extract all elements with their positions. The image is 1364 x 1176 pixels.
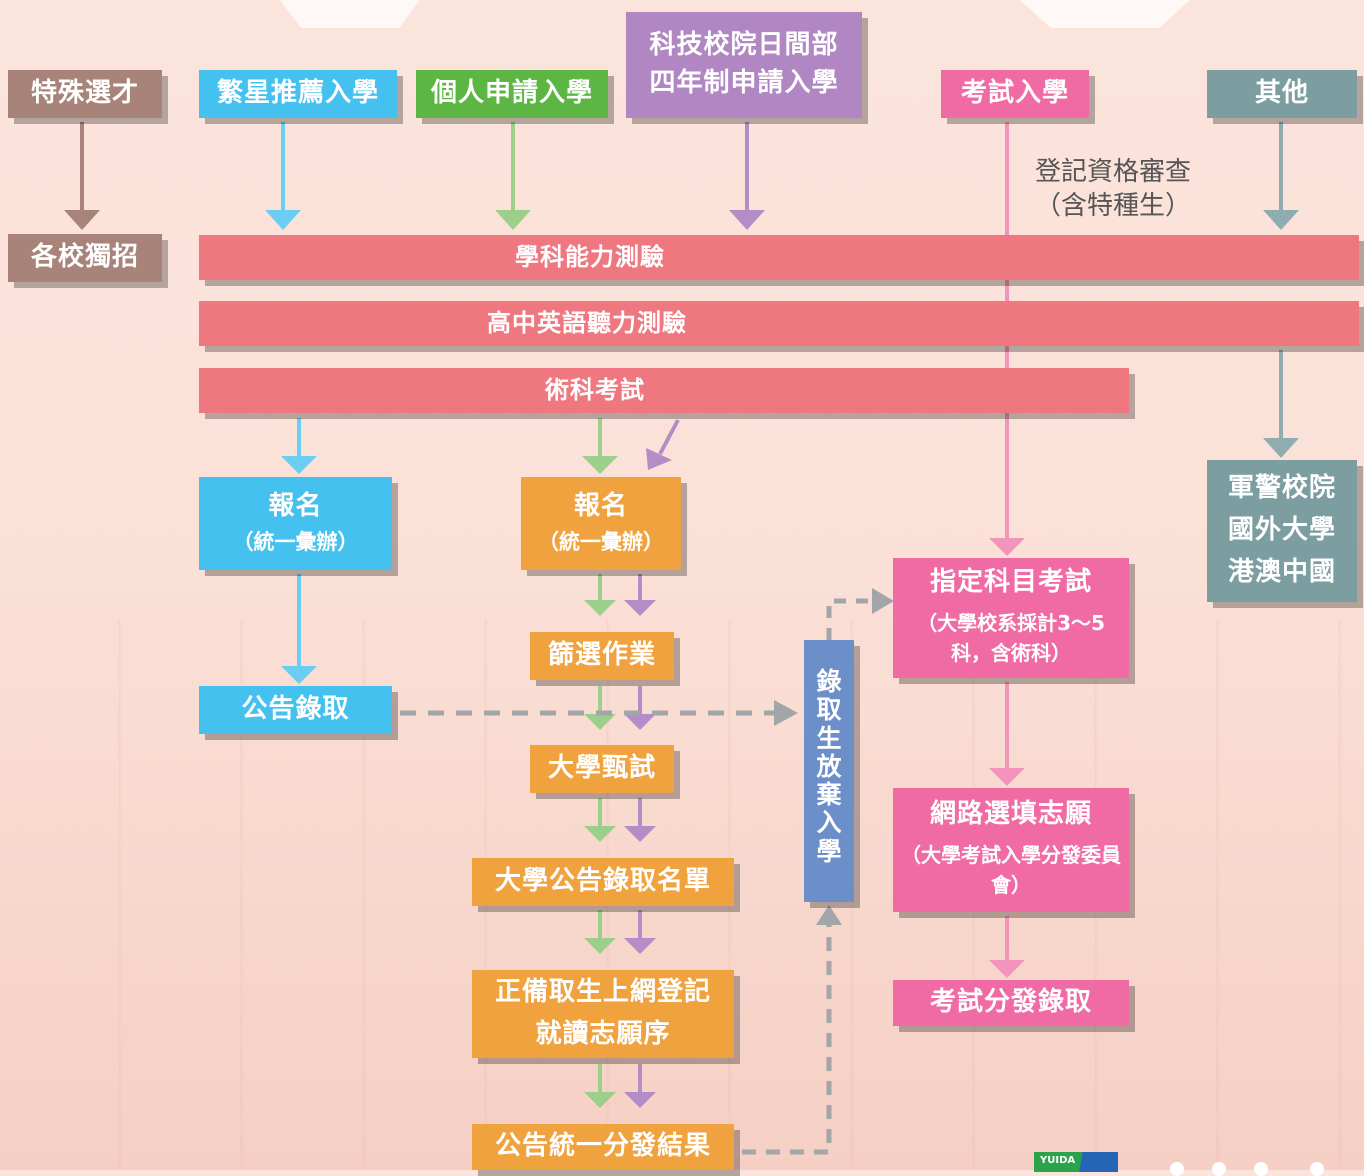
announce-list-label: 大學公告錄取名單 <box>494 866 711 897</box>
ast-sub: （大學校系採計3～5科，含術科） <box>917 610 1105 665</box>
flow-arrow-head <box>584 714 616 730</box>
independent-exam-box: 各校獨招 <box>8 234 162 282</box>
special-talent-box: 特殊選才 <box>8 70 162 118</box>
page-dot-2 <box>1212 1162 1226 1176</box>
flow-arrow-head <box>584 826 616 842</box>
eligibility-note: 登記資格審查 （含特種生） <box>1018 156 1208 224</box>
flow-arrow-head <box>584 600 616 616</box>
page-dot-3 <box>1254 1162 1268 1176</box>
other-destination-3: 港澳中國 <box>1227 556 1336 587</box>
personal-application-label: 個人申請入學 <box>430 78 593 109</box>
tech-college-line1: 科技校院日間部 <box>649 30 839 61</box>
personal-application-box: 個人申請入學 <box>416 70 608 118</box>
exam-admission-label: 考試入學 <box>960 78 1069 109</box>
star-register-box: 報名 （統一彙辦） <box>199 477 392 570</box>
flow-arrow-head <box>624 1092 656 1108</box>
yuida-logo: YUIDA <box>1034 1152 1118 1172</box>
arts-exam-band: 術科考試 <box>199 368 1129 413</box>
flow-arrow-head <box>624 938 656 954</box>
online-register-line2: 就讀志願序 <box>535 1019 671 1049</box>
top-left-decoration <box>280 0 420 28</box>
independent-exam-label: 各校獨招 <box>30 242 139 273</box>
interview-box: 大學甄試 <box>530 745 674 793</box>
star-recommendation-box: 繁星推薦入學 <box>199 70 397 118</box>
gsat-band: 學科能力測驗 <box>199 235 1359 280</box>
other-destination-1: 軍警校院 <box>1227 473 1336 504</box>
special-talent-label: 特殊選才 <box>30 78 139 109</box>
tech-college-line2: 四年制申請入學 <box>649 68 839 98</box>
placement-result-box: 公告統一分發結果 <box>472 1124 734 1170</box>
online-register-line1: 正備取生上網登記 <box>494 977 711 1008</box>
other-destinations-box: 軍警校院 國外大學 港澳中國 <box>1207 460 1357 602</box>
ast-label: 指定科目考試 <box>929 567 1092 598</box>
personal-register-label: 報名 <box>573 491 628 522</box>
flow-arrow-head <box>584 938 616 954</box>
online-choice-box: 網路選填志願 （大學考試入學分發委員會） <box>893 788 1129 912</box>
exam-placement-box: 考試分發錄取 <box>893 980 1129 1026</box>
other-destination-2: 國外大學 <box>1227 515 1336 546</box>
flow-arrow-head <box>624 826 656 842</box>
online-register-box: 正備取生上網登記 就讀志願序 <box>472 970 734 1058</box>
star-register-label: 報名 <box>268 491 323 522</box>
online-choice-sub: （大學考試入學分發委員會） <box>901 842 1121 897</box>
other-label: 其他 <box>1254 78 1309 109</box>
ast-box: 指定科目考試 （大學校系採計3～5科，含術科） <box>893 558 1129 678</box>
flow-arrow-head <box>624 600 656 616</box>
personal-register-box: 報名 （統一彙辦） <box>521 477 681 570</box>
logo-text: YUIDA <box>1040 1155 1076 1166</box>
waiver-label: 錄取生放棄入學 <box>816 667 842 866</box>
personal-register-sub: （統一彙辦） <box>538 530 664 555</box>
interview-label: 大學甄試 <box>547 753 656 784</box>
placement-result-label: 公告統一分發結果 <box>494 1131 711 1162</box>
other-box: 其他 <box>1207 70 1357 118</box>
star-recommendation-label: 繁星推薦入學 <box>216 78 379 109</box>
gsat-label: 學科能力測驗 <box>515 242 665 271</box>
star-register-sub: （統一彙辦） <box>232 530 359 555</box>
english-listening-band: 高中英語聽力測驗 <box>199 301 1359 346</box>
announce-list-box: 大學公告錄取名單 <box>472 858 734 906</box>
screening-label: 篩選作業 <box>547 640 656 671</box>
page-dot-4 <box>1310 1162 1324 1176</box>
page-dot-1 <box>1170 1162 1184 1176</box>
exam-admission-box: 考試入學 <box>941 70 1089 118</box>
screening-box: 篩選作業 <box>530 632 674 680</box>
star-announce-label: 公告錄取 <box>241 694 350 725</box>
online-choice-label: 網路選填志願 <box>929 799 1092 830</box>
flow-arrow-head <box>624 714 656 730</box>
flow-arrow-head <box>584 1092 616 1108</box>
exam-placement-label: 考試分發錄取 <box>929 987 1092 1018</box>
arts-exam-label: 術科考試 <box>545 375 645 404</box>
english-listening-label: 高中英語聽力測驗 <box>487 308 687 337</box>
tech-college-box: 科技校院日間部 四年制申請入學 <box>626 12 862 118</box>
star-announce-box: 公告錄取 <box>199 686 392 734</box>
eligibility-note-line1: 登記資格審查 <box>1034 157 1191 187</box>
top-right-decoration <box>1020 0 1190 28</box>
eligibility-note-line2: （含特種生） <box>1034 190 1191 221</box>
waiver-box: 錄取生放棄入學 <box>804 640 854 902</box>
